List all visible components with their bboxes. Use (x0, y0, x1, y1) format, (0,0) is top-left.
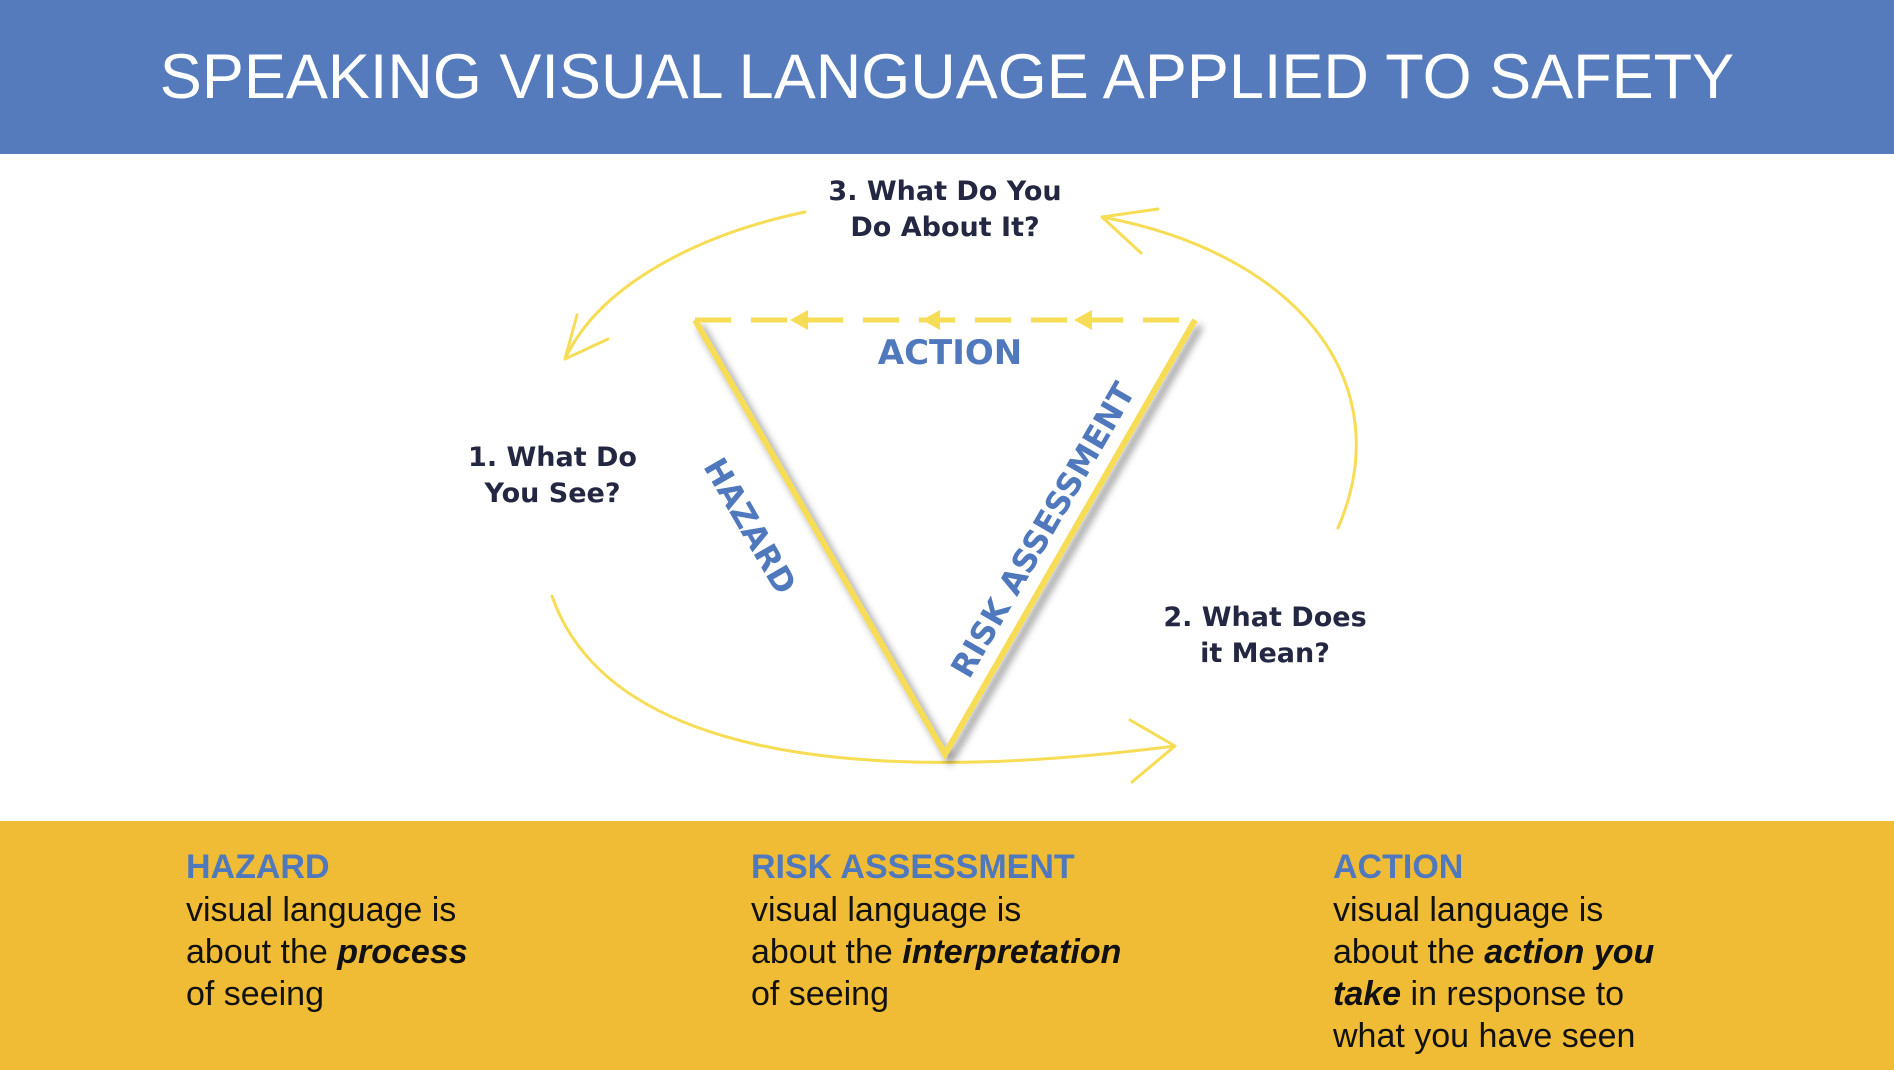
step-1-label: 1. What Do You See? (468, 442, 637, 509)
step-3-label: 3. What Do You Do About It? (828, 176, 1062, 243)
page-title: SPEAKING VISUAL LANGUAGE APPLIED TO SAFE… (159, 42, 1735, 112)
cycle-arc-2-to-3 (1100, 215, 1358, 530)
column-line: take in response to (1333, 974, 1625, 1013)
cycle-arc-3-to-1 (563, 210, 807, 361)
column-title: ACTION (1333, 848, 1464, 886)
column-line: what you have seen (1333, 1016, 1636, 1055)
arrowhead-3 (1100, 207, 1160, 255)
column-line: visual language is (1333, 890, 1604, 929)
risk-assessment-definition: RISK ASSESSMENT visual language is about… (751, 846, 1121, 1015)
column-line: about the interpretation (751, 932, 1122, 971)
title-banner: SPEAKING VISUAL LANGUAGE APPLIED TO SAFE… (0, 0, 1894, 154)
hazard-definition: HAZARD visual language is about the proc… (186, 846, 468, 1015)
column-line: visual language is (751, 890, 1022, 929)
column-title: RISK ASSESSMENT (751, 848, 1075, 886)
column-line: of seeing (751, 974, 889, 1013)
top-edge-arrows (790, 310, 1092, 330)
triangle (692, 318, 1198, 761)
safety-cycle-diagram: 3. What Do You Do About It? 1. What Do Y… (0, 154, 1894, 821)
definitions-panel: HAZARD visual language is about the proc… (0, 821, 1894, 1070)
action-definition: ACTION visual language is about the acti… (1333, 846, 1654, 1057)
step-2-label: 2. What Does it Mean? (1163, 602, 1367, 669)
column-line: of seeing (186, 974, 324, 1013)
column-line: about the action you (1333, 932, 1655, 971)
cycle-arc-1-to-2 (550, 594, 1177, 764)
triangle-label-action: ACTION (877, 333, 1023, 373)
arrowhead-2 (1128, 718, 1177, 784)
column-title: HAZARD (186, 848, 330, 886)
column-line: about the process (186, 932, 468, 971)
cycle-svg (550, 207, 1358, 784)
arrowhead-1 (563, 313, 610, 361)
column-line: visual language is (186, 890, 457, 929)
